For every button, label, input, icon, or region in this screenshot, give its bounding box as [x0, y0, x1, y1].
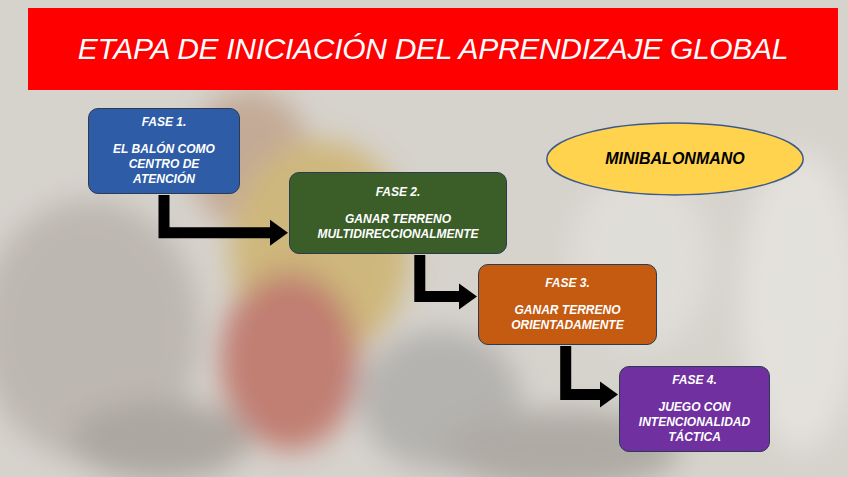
phase-box: FASE 4. JUEGO CON INTENCIONALIDAD TÁCTICA [619, 366, 770, 452]
phase-box: FASE 1. EL BALÓN COMO CENTRO DE ATENCIÓN [88, 108, 240, 194]
phase-box: FASE 2. GANAR TERRENO MULTIDIRECCIONALMEN… [289, 172, 507, 254]
title-band: ETAPA DE INICIACIÓN DEL APRENDIZAJE GLOB… [28, 8, 838, 90]
label-ellipse: MINIBALONMANO [545, 122, 805, 196]
phase-heading: FASE 1. [142, 115, 187, 130]
arrow-head [600, 381, 618, 407]
node-text: GANAR TERRENO MULTIDIRECCIONALMENTE [298, 212, 498, 242]
node-text: EL BALÓN COMO CENTRO DE ATENCIÓN [97, 142, 231, 187]
node-text: GANAR TERRENO ORIENTADAMENTE [487, 303, 648, 333]
arrow-head [459, 283, 477, 309]
title-text: ETAPA DE INICIACIÓN DEL APRENDIZAJE GLOB… [78, 32, 788, 66]
node-text: JUEGO CON INTENCIONALIDAD TÁCTICA [628, 400, 761, 445]
elbow-arrow [566, 346, 618, 407]
phase-heading: FASE 2. [376, 185, 421, 200]
arrow-shaft [420, 255, 462, 296]
arrow-shaft [566, 346, 603, 394]
phase-box: FASE 3. GANAR TERRENO ORIENTADAMENTE [478, 264, 657, 345]
phase-heading: FASE 4. [672, 373, 717, 388]
elbow-arrow [420, 255, 477, 309]
arrow-shaft [164, 195, 273, 233]
node-text: MINIBALONMANO [605, 150, 745, 168]
elbow-arrow [164, 195, 288, 246]
arrow-head [270, 220, 288, 246]
phase-heading: FASE 3. [545, 276, 590, 291]
